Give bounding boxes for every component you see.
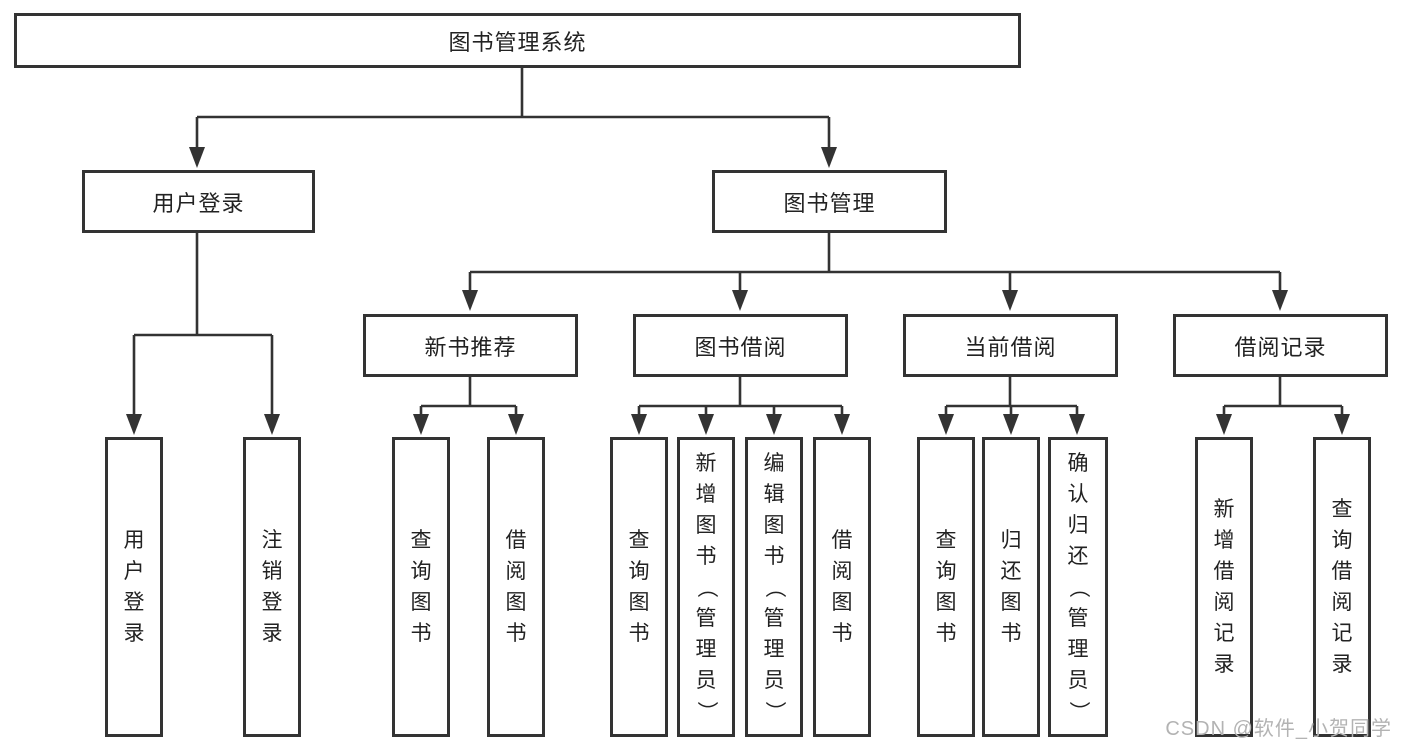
leaf-newrec-query-books: 查询图书 <box>392 437 450 737</box>
node-user-login-label: 用户登录 <box>152 190 245 216</box>
node-root-label: 图书管理系统 <box>448 29 587 55</box>
connector-borrow-records-children <box>1216 377 1350 435</box>
connector-root-to-level2 <box>189 68 837 168</box>
leaf-current-confirm-return-admin: 确认归还（管理员） <box>1048 437 1108 737</box>
node-root-system: 图书管理系统 <box>14 13 1021 68</box>
connector-new-book-rec-children <box>413 377 524 435</box>
node-book-borrow: 图书借阅 <box>633 314 848 377</box>
node-borrow-records-label: 借阅记录 <box>1234 334 1327 360</box>
node-current-borrow-label: 当前借阅 <box>964 334 1057 360</box>
connector-book-mgmt-children <box>462 233 1288 311</box>
node-new-book-rec-label: 新书推荐 <box>424 334 517 360</box>
node-new-book-rec: 新书推荐 <box>363 314 578 377</box>
node-book-mgmt: 图书管理 <box>712 170 947 233</box>
node-current-borrow: 当前借阅 <box>903 314 1118 377</box>
leaf-records-add-record: 新增借阅记录 <box>1195 437 1253 737</box>
leaf-records-query-record: 查询借阅记录 <box>1313 437 1371 737</box>
connector-current-borrow-children <box>938 377 1085 435</box>
leaf-newrec-borrow-books: 借阅图书 <box>487 437 545 737</box>
connector-user-login-children <box>126 233 280 435</box>
leaf-user-login: 用户登录 <box>105 437 163 737</box>
node-book-borrow-label: 图书借阅 <box>694 334 787 360</box>
node-user-login: 用户登录 <box>82 170 315 233</box>
leaf-current-query-books: 查询图书 <box>917 437 975 737</box>
leaf-borrow-add-books-admin: 新增图书（管理员） <box>677 437 735 737</box>
leaf-borrow-borrow-books: 借阅图书 <box>813 437 871 737</box>
node-book-mgmt-label: 图书管理 <box>783 190 876 216</box>
leaf-borrow-edit-books-admin: 编辑图书（管理员） <box>745 437 803 737</box>
node-borrow-records: 借阅记录 <box>1173 314 1388 377</box>
leaf-logout: 注销登录 <box>243 437 301 737</box>
connector-book-borrow-children <box>631 377 850 435</box>
leaf-borrow-query-books: 查询图书 <box>610 437 668 737</box>
leaf-current-return-books: 归还图书 <box>982 437 1040 737</box>
